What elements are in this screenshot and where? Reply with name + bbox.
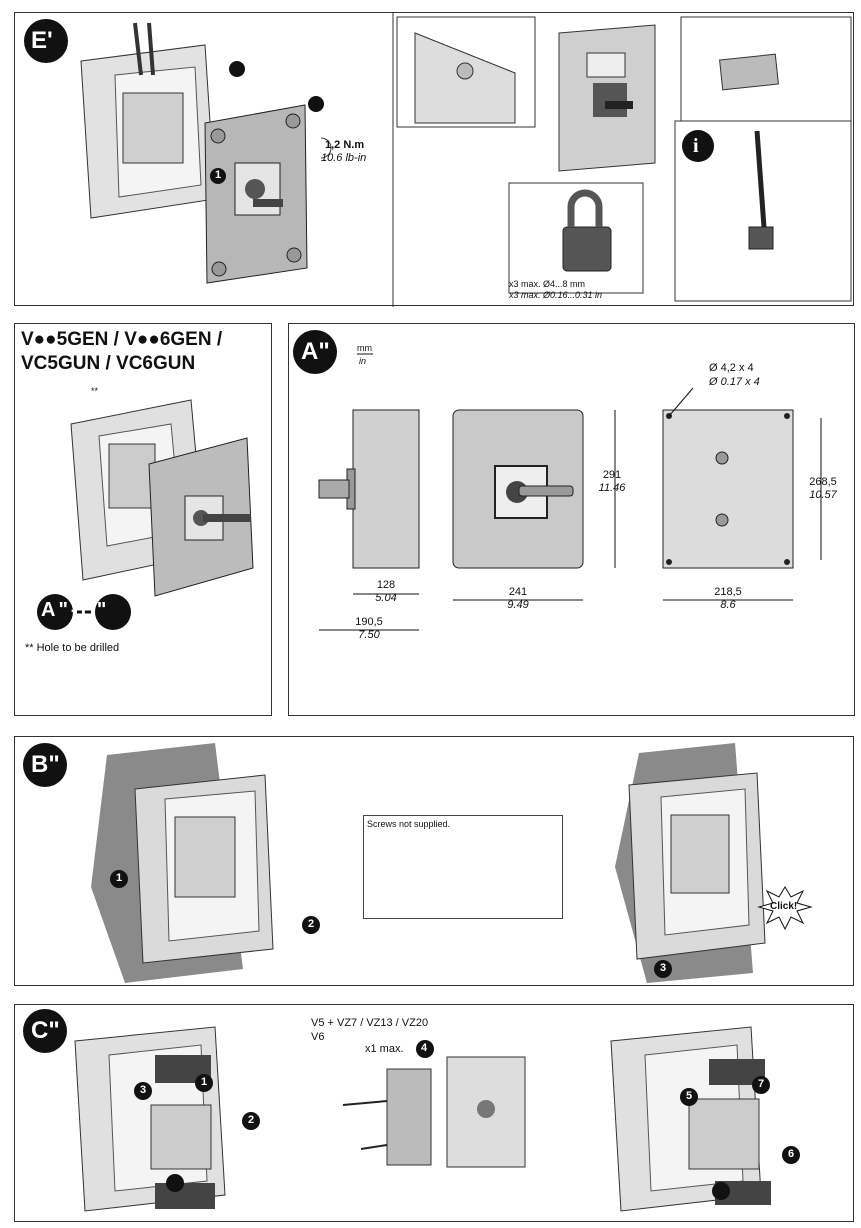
badge-c-label: C" [31,1017,60,1044]
dim-front-height: 291 11.46 [598,469,626,494]
dim-front-width: 241 9.49 [507,586,529,611]
c-step-6: 6 [788,1148,795,1160]
b-step-3: 3 [660,962,667,974]
dim-back-width: 218,5 8.6 [714,586,742,611]
c-step-7: 7 [758,1078,765,1090]
badge-e [24,19,68,63]
series-title-line1: V●●5GEN / V●●6GEN / [21,329,223,350]
series-title: V●●5GEN / V●●6GEN / VC5GUN / VC6GUN [21,328,222,376]
badge-b-label: B" [31,751,60,778]
dim-overall-depth: 190,5 7.50 [355,616,383,641]
e-step-1: 1 [215,169,222,181]
torque-arrow-icon [320,137,332,159]
dimension-drawings [293,330,822,631]
click-label: Click! [770,901,798,912]
padlock-spec-metric: x3 max. Ø4...8 mm [509,279,586,289]
padlock-spec-imperial: x3 max. Ø0.16...0.31 in [509,290,603,300]
b-illustrations [23,743,813,983]
panel-b: B" Screws not supplied. Click! 1 2 3 [14,736,854,986]
enclosure-front-illustration [558,24,656,172]
badge-a-label: A" [301,338,330,365]
info-icon-label: i [693,135,699,157]
enclosure-open-illustration [80,22,216,219]
torque-imperial: 10.6 lb-in [321,152,367,164]
panel-e: E' 1,2 N.m 10.6 lb-in i x3 max. Ø4...8 m… [14,12,854,307]
c-step-1: 1 [201,1076,208,1088]
e-step-markers [210,61,324,184]
panel-dimensions: A" mm in Ø 4,2 x 4 Ø 0.17 x 4 128 5.04 1… [288,323,855,716]
c-step-3: 3 [140,1084,147,1096]
c-step-4: 4 [421,1042,428,1054]
b-step-2: 2 [308,918,315,930]
click-burst-icon [757,886,813,931]
dim-side-depth: 128 5.04 [375,579,397,604]
front-view-drawing [452,409,616,601]
enclosure-isometric-illustration [37,399,254,630]
e-illustration [24,13,852,307]
hole-marker: ** [91,386,99,396]
c-step-2: 2 [248,1114,255,1126]
badge-e-label: E' [31,27,53,54]
max-label: x1 max. [365,1043,404,1055]
unit-mm: mm [357,343,372,353]
badge-b [23,743,67,787]
badge-c [23,1009,67,1053]
drill-footnote: ** Hole to be drilled [25,642,120,654]
compat-line1: V5 + VZ7 / VZ13 / VZ20 [311,1017,429,1029]
hole-spec-imperial: Ø 0.17 x 4 [709,376,760,388]
front-cover-illustration [204,104,308,284]
unit-in: in [359,356,367,366]
hole-spec: Ø 4,2 x 4 [709,362,754,374]
series-title-line2: VC5GUN / VC6GUN [21,353,196,374]
badge-series-label: A"-E" [41,599,110,621]
badge-a [293,330,337,374]
dim-back-height: 268,5 10.57 [809,476,837,501]
compat-line2: V6 [311,1031,325,1043]
c-step-5: 5 [686,1090,693,1102]
side-view-drawing [318,409,420,631]
screws-note: Screws not supplied. [363,815,563,919]
back-view-drawing [662,387,822,601]
b-step-1: 1 [116,872,123,884]
info-icon [682,130,714,162]
torque-value: 1,2 N.m [325,139,365,151]
panel-series: V●●5GEN / V●●6GEN / VC5GUN / VC6GUN ** A… [14,323,272,716]
c-illustrations [23,1009,800,1212]
panel-c: C" V5 + VZ7 / VZ13 / VZ20 V6 x1 max. 4 1… [14,1004,854,1222]
